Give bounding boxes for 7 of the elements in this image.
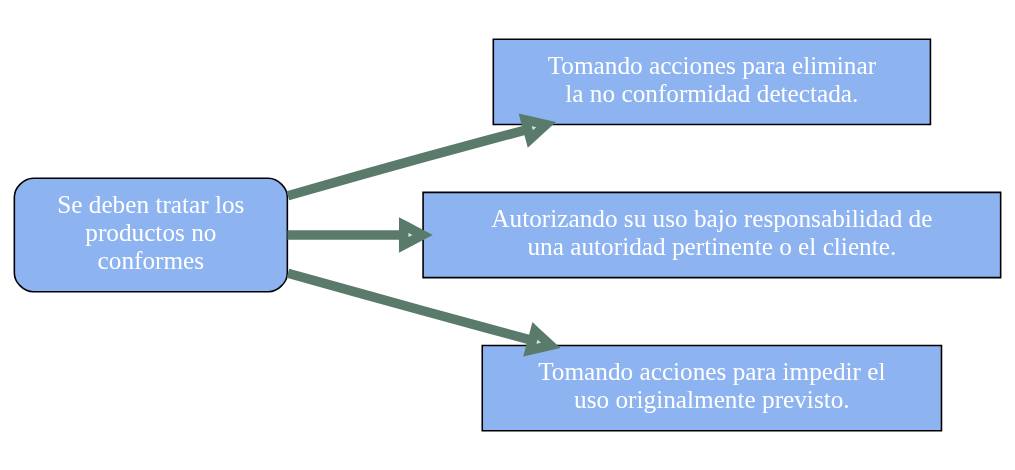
arrow [287, 217, 433, 253]
arrow [286, 113, 556, 201]
arrow [286, 268, 561, 357]
node-box: Tomando acciones para impedir el uso originalmente previsto. [481, 344, 943, 432]
node-box: Tomando acciones para eliminar la no conformidad detectada. [492, 38, 932, 126]
node-box: Se deben tratar los productos no conformes [13, 177, 289, 293]
node-box: Autorizando su uso bajo responsabilidad de una autoridad pertinente o el cliente. [422, 191, 1002, 279]
